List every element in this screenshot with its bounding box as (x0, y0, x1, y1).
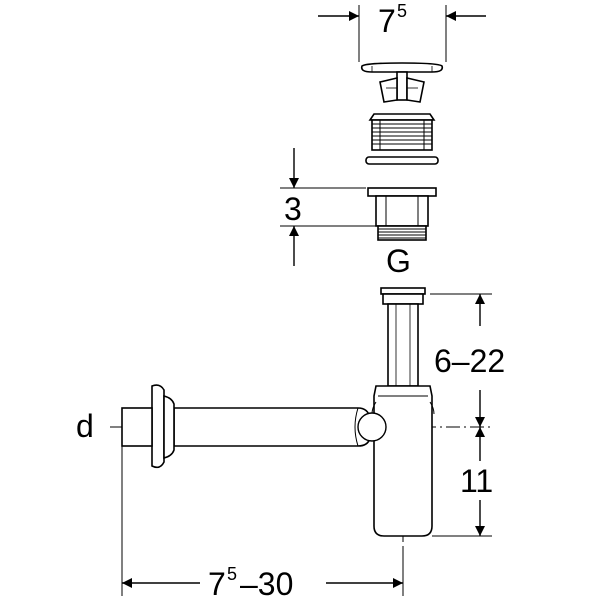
top-width-superscript: 5 (397, 1, 407, 21)
plug-cap (360, 62, 444, 73)
horizontal-length-range: –30 (240, 566, 293, 600)
thread-label: G (386, 243, 411, 279)
lower-height-dimension: 11 (432, 427, 493, 537)
washer-height-dimension: 3 (280, 148, 376, 266)
lower-height-value: 11 (460, 463, 493, 499)
plug-stem (379, 71, 425, 103)
horizontal-length-superscript: 5 (227, 564, 237, 584)
threaded-flange (368, 113, 436, 151)
horizontal-length-value: 7 (208, 566, 226, 600)
washer-height-value: 3 (284, 191, 302, 227)
wall-rosette (121, 384, 175, 469)
tailpiece (380, 287, 426, 387)
outlet-diameter-label: d (76, 408, 94, 444)
lower-sleeve (367, 187, 437, 241)
bottle-trap (371, 385, 435, 537)
top-width-value: 7 (378, 3, 396, 39)
outlet-pipe (173, 407, 387, 447)
top-width-dimension: 7 5 (318, 1, 486, 62)
seal-washer (365, 156, 439, 165)
upper-height-dimension: 6–22 (430, 293, 505, 427)
horizontal-length-dimension: 7 5 –30 (121, 446, 404, 600)
upper-height-value: 6–22 (434, 343, 505, 379)
